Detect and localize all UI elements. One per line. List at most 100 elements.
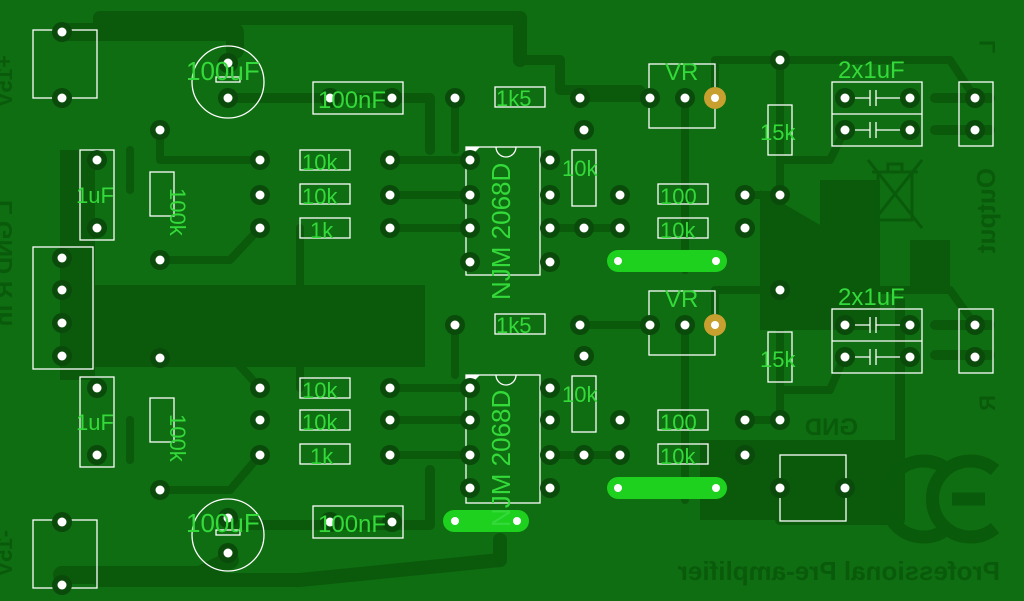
label-10k-v-top: 10k xyxy=(562,156,598,181)
pad-hole xyxy=(545,415,555,425)
pad-hole xyxy=(223,93,233,103)
pad-hole xyxy=(57,351,67,361)
mirror-plus-15v: +15V xyxy=(0,55,17,107)
pad-hole xyxy=(740,415,750,425)
pad-hole xyxy=(579,351,589,361)
pad-hole xyxy=(450,93,460,103)
pad-hole xyxy=(255,155,265,165)
pad-hole xyxy=(450,320,460,330)
weee-bin-icon xyxy=(866,159,924,229)
pad-hole xyxy=(387,93,397,103)
pad-hole xyxy=(840,93,850,103)
jumpers xyxy=(443,250,727,532)
mirror-output: Output xyxy=(971,168,1001,254)
pad-hole xyxy=(255,450,265,460)
pad-hole xyxy=(840,483,850,493)
label-15k-top: 15k xyxy=(760,120,796,145)
pad-hole xyxy=(465,223,475,233)
label-1k5-top: 1k5 xyxy=(496,86,531,111)
label-1uf-left-top: 1uF xyxy=(76,183,114,208)
pad-hole xyxy=(905,125,915,135)
pad-hole xyxy=(740,190,750,200)
pad-hole xyxy=(545,450,555,460)
label-100k-top: 100k xyxy=(165,188,190,237)
pad-hole xyxy=(255,383,265,393)
label-2x1uf-bot: 2x1uF xyxy=(838,284,905,311)
pad-hole xyxy=(645,320,655,330)
pad-hole xyxy=(970,125,980,135)
label-100nf-bot: 100nF xyxy=(318,511,386,538)
pad-hole xyxy=(579,450,589,460)
label-100k-bot: 100k xyxy=(165,414,190,463)
label-ic-bot: NJM 2068D xyxy=(486,390,516,527)
pad-hole xyxy=(92,450,102,460)
gold-pads xyxy=(704,87,726,336)
pad-hole xyxy=(385,415,395,425)
label-100nf-top: 100nF xyxy=(318,87,386,114)
pad-hole xyxy=(740,450,750,460)
pad-hole xyxy=(840,320,850,330)
pad-hole xyxy=(385,155,395,165)
label-1k5-bot: 1k5 xyxy=(496,313,531,338)
mirror-l: L xyxy=(975,40,1000,53)
label-ic-top: NJM 2068D xyxy=(486,163,516,300)
pad-hole xyxy=(579,223,589,233)
pad-hole xyxy=(970,93,980,103)
component-labels: 100uF 100nF 100uF 100nF 1k5 1k5 10k 10k … xyxy=(76,56,905,538)
pad-hole xyxy=(575,93,585,103)
pad-hole xyxy=(645,93,655,103)
pad-hole xyxy=(387,517,397,527)
pad-hole xyxy=(57,318,67,328)
label-100-bot: 100 xyxy=(660,410,697,435)
pad-hole xyxy=(840,352,850,362)
pad-hole xyxy=(155,125,165,135)
pad-hole xyxy=(57,93,67,103)
pad-hole xyxy=(385,450,395,460)
pad-hole xyxy=(92,223,102,233)
pad-hole xyxy=(579,125,589,135)
pad-hole xyxy=(325,517,335,527)
pad-hole xyxy=(575,320,585,330)
label-10k-a2: 10k xyxy=(302,184,338,209)
label-1k-a: 1k xyxy=(310,218,334,243)
pad-hole xyxy=(615,223,625,233)
pad-hole xyxy=(545,483,555,493)
pad-hole xyxy=(155,485,165,495)
pad-hole xyxy=(155,255,165,265)
pad-hole xyxy=(255,223,265,233)
pad-hole xyxy=(385,383,395,393)
label-15k-bot: 15k xyxy=(760,347,796,372)
mirror-footer: Professional Pre-amplifier xyxy=(678,556,1000,586)
label-10k-v-bot: 10k xyxy=(562,382,598,407)
label-10k-a1: 10k xyxy=(302,150,338,175)
pad-hole xyxy=(905,320,915,330)
pad-hole xyxy=(615,450,625,460)
label-2x1uf-top: 2x1uF xyxy=(838,57,905,84)
pad-hole xyxy=(385,190,395,200)
label-10k-h-bot: 10k xyxy=(660,444,696,469)
label-100uf-bot: 100uF xyxy=(186,508,260,538)
pad-hole xyxy=(92,155,102,165)
pad-hole xyxy=(905,93,915,103)
pad-hole xyxy=(325,93,335,103)
pad-hole xyxy=(775,285,785,295)
pad-hole xyxy=(223,58,233,68)
pad-hole xyxy=(465,383,475,393)
pad-hole xyxy=(255,415,265,425)
mirror-minus-15v: -15V xyxy=(0,530,17,577)
pad-hole xyxy=(465,257,475,267)
pad-hole xyxy=(775,415,785,425)
label-vr-top: VR xyxy=(665,59,698,86)
mirrored-labels: +15V -15V L GND R in Output L R GND Prof… xyxy=(0,40,1001,586)
pad-hole xyxy=(57,253,67,263)
mirror-r: R xyxy=(975,395,1000,411)
label-10k-b2: 10k xyxy=(302,410,338,435)
pad-hole xyxy=(545,257,555,267)
pad-hole xyxy=(223,548,233,558)
mirror-input: L GND R in xyxy=(0,200,18,326)
pad-hole xyxy=(223,513,233,523)
label-10k-h-top: 10k xyxy=(660,218,696,243)
pad-hole xyxy=(545,190,555,200)
pad-hole xyxy=(255,190,265,200)
